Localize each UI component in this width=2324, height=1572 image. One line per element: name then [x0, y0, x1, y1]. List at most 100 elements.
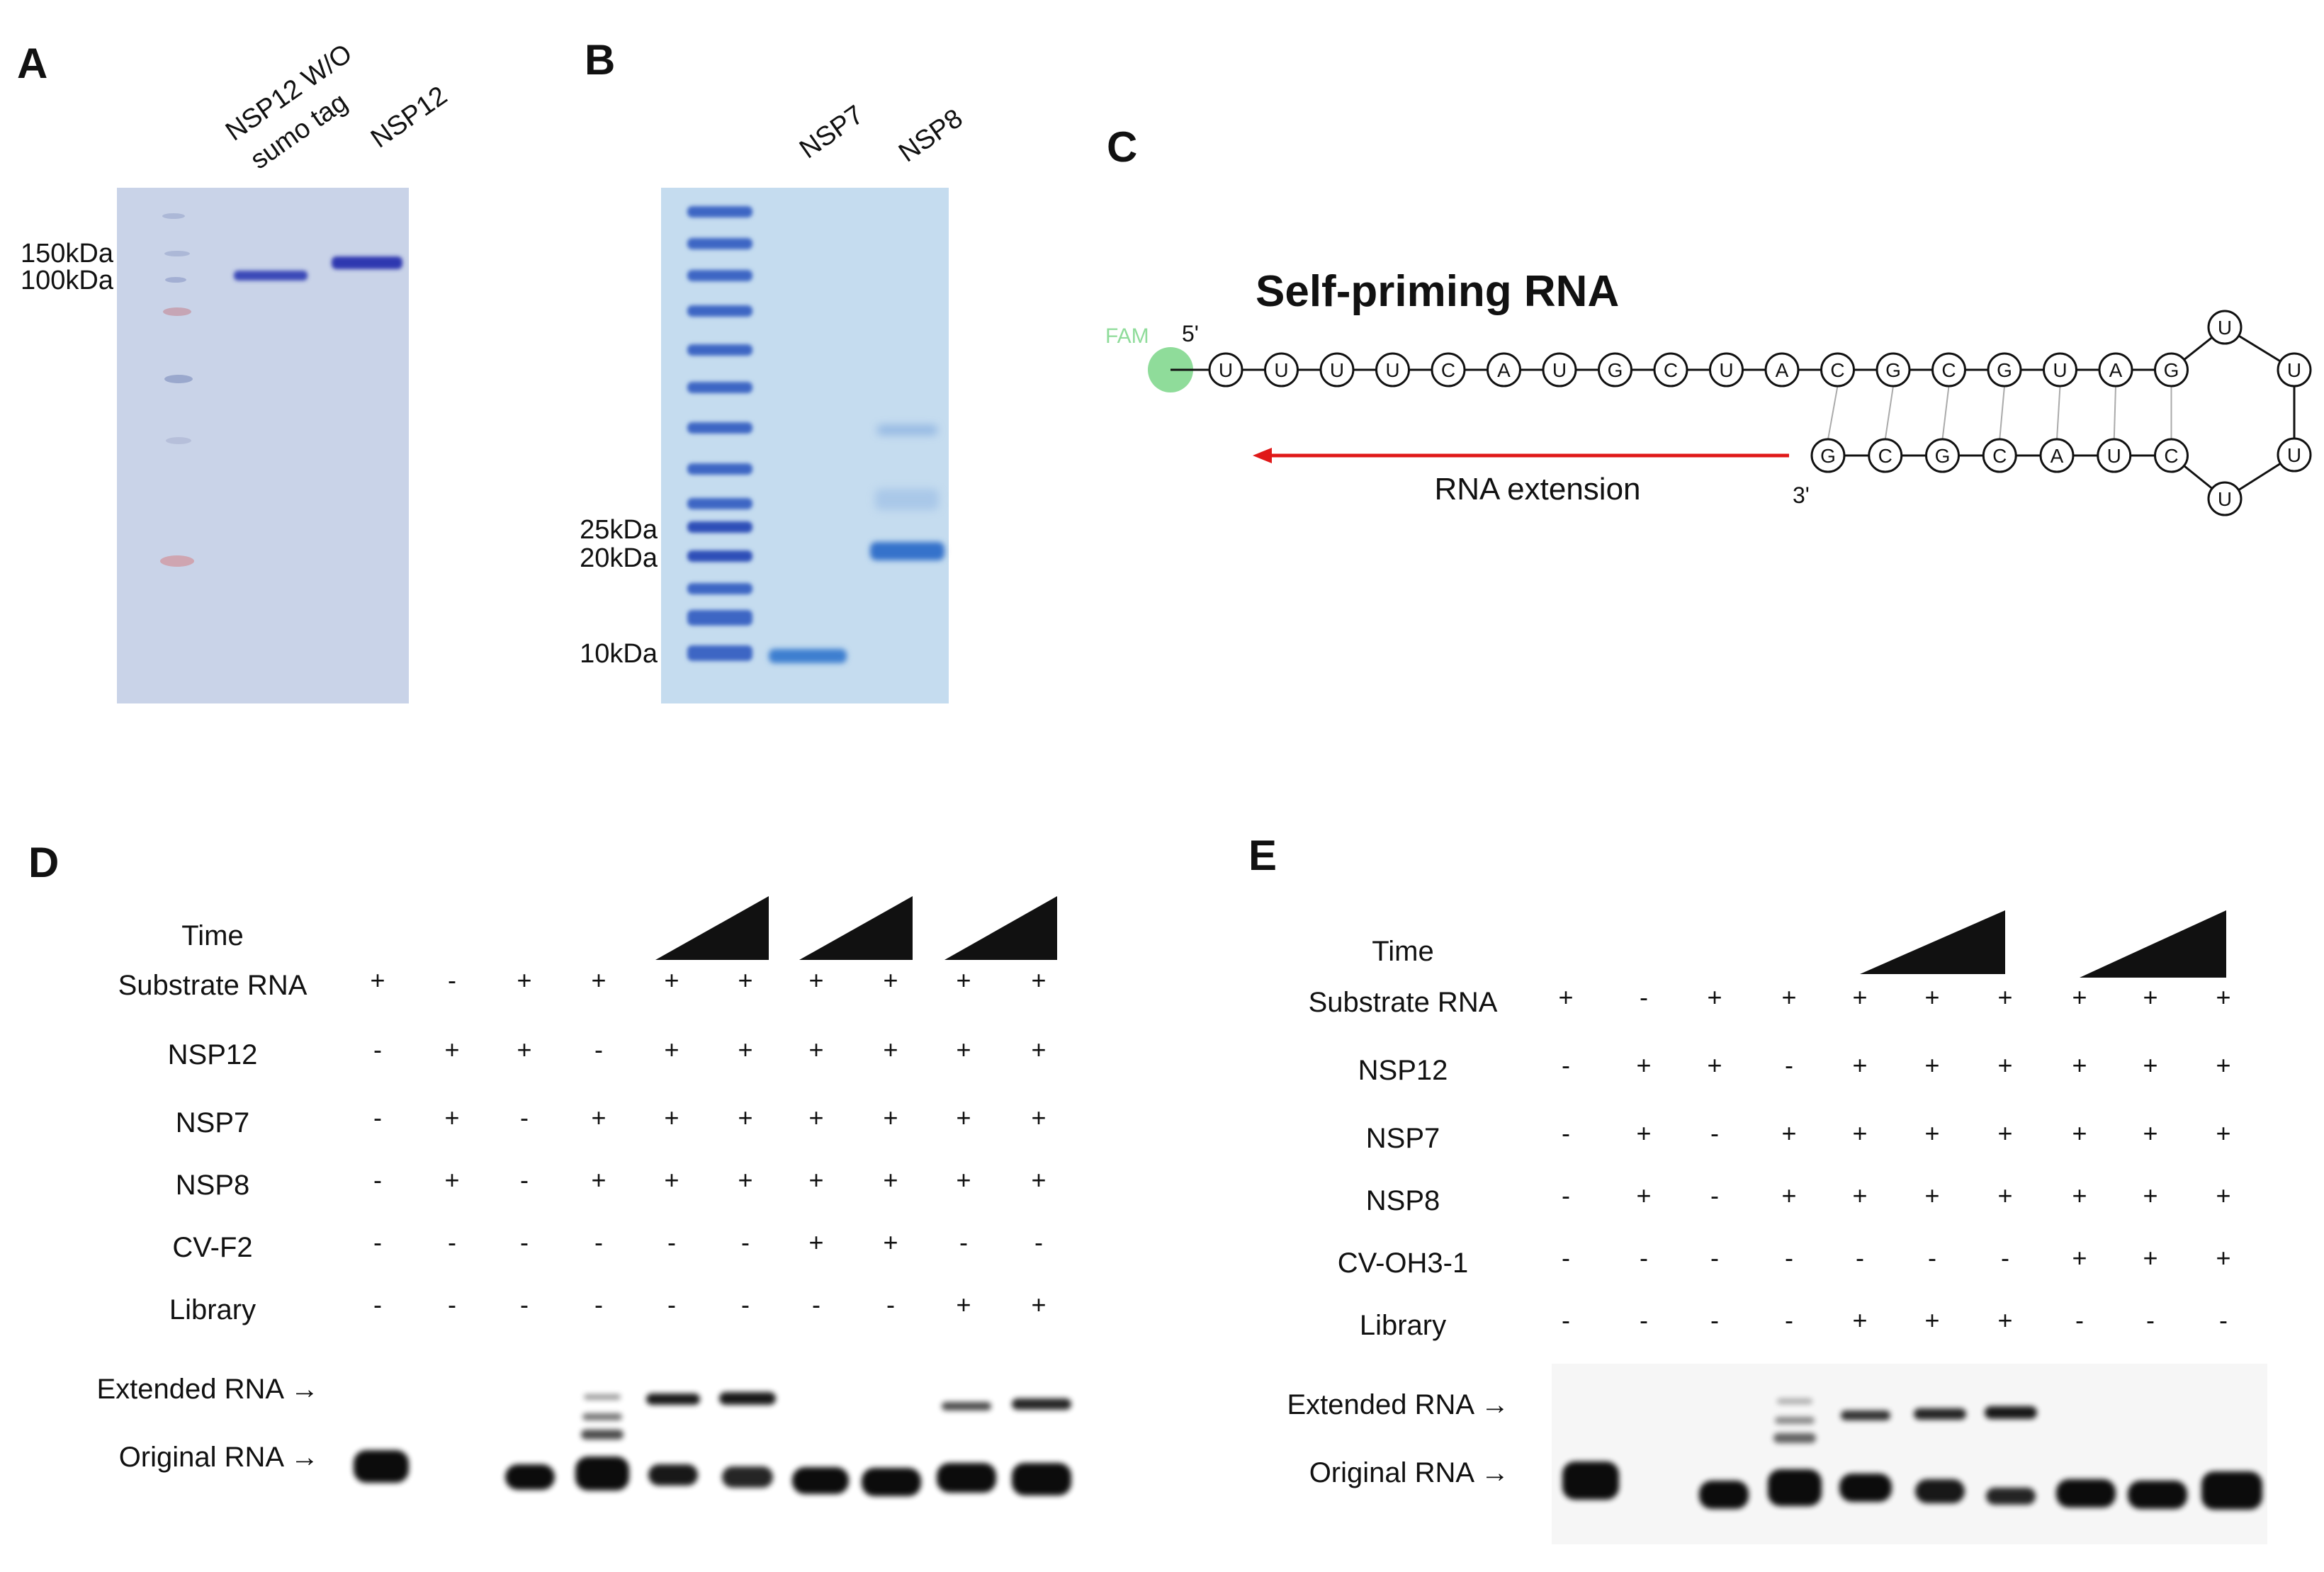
band-nsp12-wo-sumo [234, 271, 308, 281]
condition-sign: + [808, 1035, 823, 1064]
ladder-band [687, 238, 752, 249]
nucleotide-bottom: U [2107, 445, 2121, 467]
extended-band [1985, 1406, 2037, 1419]
original-band [722, 1466, 773, 1488]
ladder-band [687, 344, 752, 356]
condition-sign: + [1852, 1119, 1867, 1148]
intermediate-band [1777, 1398, 1812, 1404]
condition-sign: + [444, 1165, 459, 1194]
condition-sign: + [591, 1103, 606, 1132]
time-wedge [799, 896, 913, 960]
row-label: Library [169, 1294, 256, 1325]
nucleotide-bottom-circle [2039, 438, 2075, 473]
condition-sign: + [1558, 983, 1573, 1012]
extended-label-e: Extended RNA → [1287, 1389, 1510, 1420]
original-band [792, 1467, 849, 1494]
ladder-band [687, 463, 752, 475]
nucleotide-bottom-circle [2154, 438, 2189, 473]
nucleotide-bottom: A [2051, 445, 2064, 467]
original-band [1012, 1463, 1071, 1495]
row-label: CV-OH3-1 [1338, 1248, 1469, 1279]
condition-sign: + [1997, 1306, 2012, 1335]
original-band [2056, 1479, 2116, 1508]
time-wedge [655, 896, 769, 960]
condition-sign: - [2075, 1306, 2084, 1335]
band-nsp8 [870, 542, 944, 560]
nucleotide-loop-circle [2277, 352, 2312, 388]
condition-sign: - [1928, 1243, 1936, 1272]
marker-150kda: 150kDa [21, 239, 114, 268]
row-label: Library [1360, 1310, 1446, 1341]
condition-sign: - [1785, 1243, 1793, 1272]
condition-sign: + [2072, 1243, 2087, 1272]
condition-sign: - [1710, 1243, 1719, 1272]
three-prime: 3' [1793, 482, 1810, 508]
ladder-band [687, 305, 752, 317]
condition-sign: - [1856, 1243, 1864, 1272]
condition-sign: + [738, 1165, 752, 1194]
nucleotide-top: U [2053, 359, 2067, 381]
condition-sign: - [1640, 1306, 1648, 1335]
base-pair-line [1999, 385, 2005, 440]
condition-sign: + [1707, 983, 1722, 1012]
condition-sign: - [373, 1290, 382, 1319]
ladder-band [687, 550, 752, 562]
condition-sign: + [1031, 966, 1046, 995]
condition-sign: + [2216, 1181, 2230, 1210]
condition-sign: + [1924, 1306, 1939, 1335]
condition-sign: - [959, 1228, 968, 1257]
intermediate-band [1773, 1433, 1816, 1443]
gel-e-bands [1562, 1398, 2262, 1510]
ladder-band [687, 645, 752, 661]
nucleotide-top: G [1608, 359, 1623, 381]
nucleotide-top-circle [1764, 352, 1800, 388]
row-label: NSP8 [176, 1170, 250, 1201]
nucleotide-top-circle [1431, 352, 1466, 388]
condition-sign: + [738, 1035, 752, 1064]
condition-sign: - [667, 1228, 676, 1257]
fam-label: FAM [1105, 324, 1149, 348]
condition-sign: - [448, 1290, 456, 1319]
nucleotide-top: C [1830, 359, 1844, 381]
condition-sign: - [1562, 1119, 1570, 1148]
condition-sign: + [1997, 1051, 2012, 1080]
condition-sign: + [1707, 1051, 1722, 1080]
condition-sign: + [2072, 1181, 2087, 1210]
nucleotide-loop-circle [2207, 310, 2243, 345]
condition-sign: - [1710, 1306, 1719, 1335]
condition-sign: + [883, 1035, 898, 1064]
original-band [1768, 1469, 1822, 1506]
original-band [937, 1463, 996, 1493]
condition-sign: - [373, 1103, 382, 1132]
condition-sign: + [1031, 1290, 1046, 1319]
condition-sign: - [741, 1290, 750, 1319]
condition-sign: + [956, 1103, 971, 1132]
condition-sign: + [1781, 1181, 1796, 1210]
ladder-band [687, 610, 752, 626]
condition-sign: - [520, 1228, 529, 1257]
rna-title: Self-priming RNA [1256, 267, 1619, 316]
nucleotide-top: U [1330, 359, 1344, 381]
nucleotide-bottom: C [1878, 445, 1893, 467]
band-nsp12 [332, 256, 402, 269]
time-wedge [944, 896, 1057, 960]
base-pair-line [1827, 385, 1839, 440]
intermediate-band [581, 1430, 624, 1440]
condition-sign: - [373, 1035, 382, 1064]
extended-band [1012, 1398, 1071, 1410]
condition-sign: + [1781, 1119, 1796, 1148]
condition-sign: - [1710, 1181, 1719, 1210]
condition-sign: + [1997, 1181, 2012, 1210]
condition-sign: - [812, 1290, 820, 1319]
intermediate-band [584, 1394, 621, 1400]
nucleotide-top-circle [1375, 352, 1410, 388]
row-label: NSP12 [1358, 1055, 1448, 1086]
nucleotide-bottom-circle [1868, 438, 1903, 473]
band-nsp7 [769, 649, 847, 663]
condition-sign: + [1031, 1035, 1046, 1064]
extended-band [942, 1402, 991, 1410]
nucleotide-top: G [1997, 359, 2012, 381]
row-label: CV-F2 [172, 1232, 252, 1263]
